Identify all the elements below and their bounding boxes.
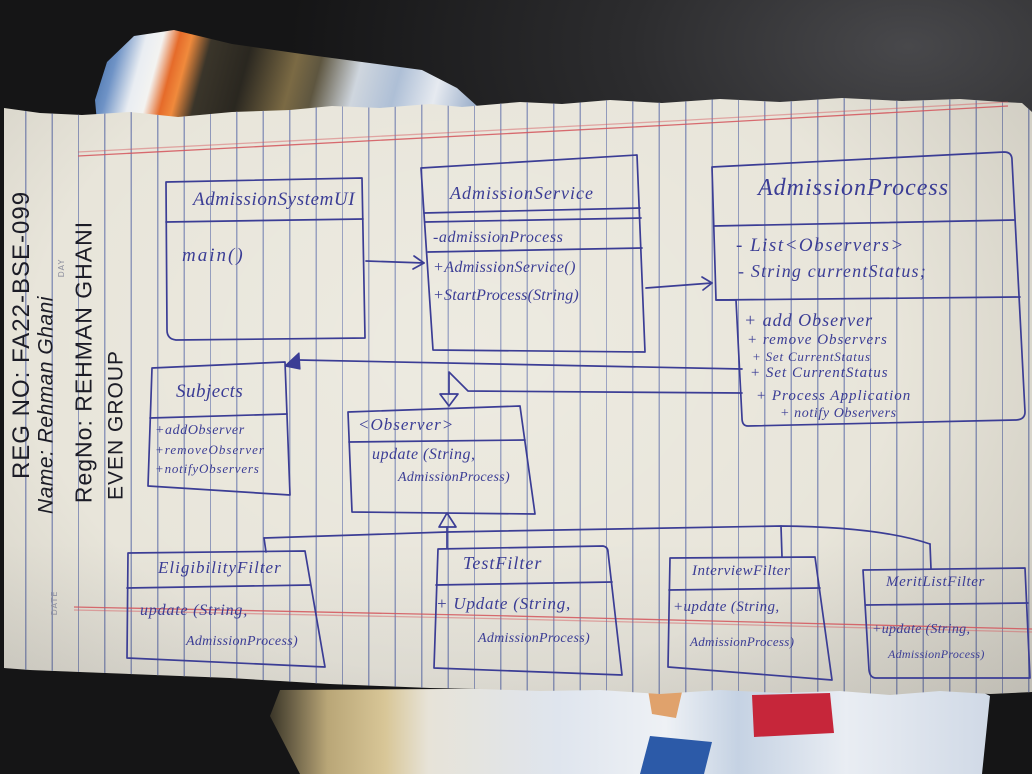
top-margin-line [77, 105, 1009, 157]
merit-list-filter-title-divider [865, 602, 1029, 606]
interview-filter-title-divider [668, 587, 821, 591]
top-margin-line-2 [77, 101, 1009, 153]
class-method: +StartProcess(String) [433, 287, 579, 304]
class-title: EligibilityFilter [158, 558, 282, 577]
class-title: AdmissionService [450, 183, 594, 203]
arrow-process-to-subjects [298, 359, 743, 370]
interview-filter-box [667, 556, 833, 681]
subjects-title-divider [149, 413, 288, 419]
class-title: InterviewFilter [692, 563, 791, 579]
arrow-service-to-process [645, 282, 713, 289]
inheritance-branch-right [446, 525, 931, 545]
inheritance-drop-eligibility [263, 537, 267, 553]
class-method: +addObserver [155, 423, 245, 438]
admission-service-attribute-divider [427, 247, 643, 253]
admission-system-ui-box [165, 177, 366, 341]
class-method: AdmissionProcess) [888, 647, 985, 661]
student-reg-no-name: RegNo: REHMAN GHANI [70, 220, 97, 504]
class-title: AdmissionProcess [758, 175, 950, 201]
class-method: +AdmissionService() [433, 259, 576, 276]
class-method: AdmissionProcess) [186, 634, 298, 649]
admission-service-box [420, 154, 646, 353]
student-group: EVEN GROUP [104, 349, 128, 501]
observer-title-divider [348, 439, 526, 443]
class-title: <Observer> [358, 415, 455, 434]
admission-process-box [711, 151, 1026, 427]
class-method: AdmissionProcess) [398, 470, 510, 485]
class-method: + Update (String, [436, 594, 572, 613]
arrow-ui-to-service [365, 260, 425, 264]
class-method: + Process Application [756, 388, 912, 404]
arrow-process-to-observer-head [439, 393, 459, 407]
class-method: AdmissionProcess) [690, 634, 795, 649]
class-attribute: - List<Observers> [736, 235, 905, 256]
student-name: Name: Rehman Ghani [34, 296, 58, 514]
class-title: AdmissionSystemUI [193, 189, 356, 210]
class-method: main() [182, 245, 245, 266]
class-method: update (String, [140, 602, 248, 619]
class-method: + Set CurrentStatus [750, 365, 889, 381]
class-method: +update (String, [872, 622, 971, 637]
admission-process-title-divider [713, 219, 1015, 227]
admission-process-attribute-divider [715, 296, 1021, 301]
student-reg-no: REG NO: FA22-BSE-099 [8, 190, 35, 480]
arrow-process-to-subjects-head [284, 352, 301, 370]
eligibility-filter-box [126, 550, 326, 668]
class-method: +update (String, [673, 599, 780, 615]
bottom-margin-line [73, 606, 1032, 630]
class-method: + notify Observers [780, 406, 897, 421]
fabric-red-patch [752, 693, 834, 737]
class-method: update (String, [372, 446, 476, 463]
arrow-ui-to-service-head [412, 255, 425, 270]
fabric-orange-patch [648, 690, 682, 718]
fabric-blue-patch [640, 736, 712, 774]
bottom-margin-line-2 [73, 609, 1032, 633]
class-method: + add Observer [744, 310, 874, 330]
admission-system-ui-title-divider [165, 218, 364, 223]
admission-service-title-divider [423, 207, 641, 214]
arrow-process-to-observer [448, 371, 743, 395]
admission-service-title-divider-2 [424, 217, 642, 223]
observer-inheritance-triangle [438, 512, 457, 528]
bottom-fabric [270, 686, 990, 774]
class-method: + Set CurrentStatus [752, 349, 871, 364]
class-attribute: - String currentStatus; [738, 261, 927, 281]
inheritance-branch-left [263, 531, 448, 539]
eligibility-filter-title-divider [126, 584, 311, 589]
class-title: MeritListFilter [886, 574, 985, 590]
class-attribute: -admissionProcess [433, 229, 564, 246]
class-title: Subjects [176, 381, 244, 402]
class-method: + remove Observers [747, 332, 888, 348]
class-method: +notifyObservers [155, 461, 260, 476]
class-title: TestFilter [463, 553, 543, 573]
merit-list-filter-box [862, 567, 1031, 679]
test-filter-box [433, 545, 623, 676]
test-filter-title-divider [435, 581, 613, 586]
subjects-box [147, 361, 291, 496]
inheritance-drop-interview [780, 525, 783, 558]
inheritance-drop-merit-list [929, 543, 932, 570]
class-method: AdmissionProcess) [478, 631, 590, 646]
class-method: +removeObserver [155, 442, 265, 457]
arrow-service-to-process-head [701, 276, 713, 291]
observer-box [347, 405, 536, 515]
